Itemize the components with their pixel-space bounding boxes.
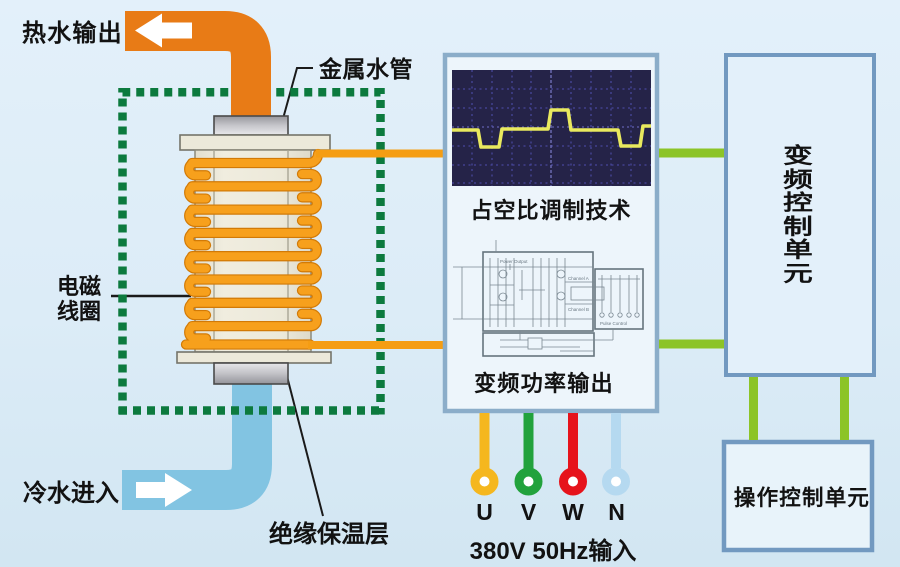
svg-text:Channel A: Channel A	[568, 276, 589, 281]
svg-text:Channel B: Channel B	[568, 307, 589, 312]
svg-text:Power Output: Power Output	[500, 259, 528, 264]
svg-text:Pulse Control: Pulse Control	[600, 321, 627, 326]
